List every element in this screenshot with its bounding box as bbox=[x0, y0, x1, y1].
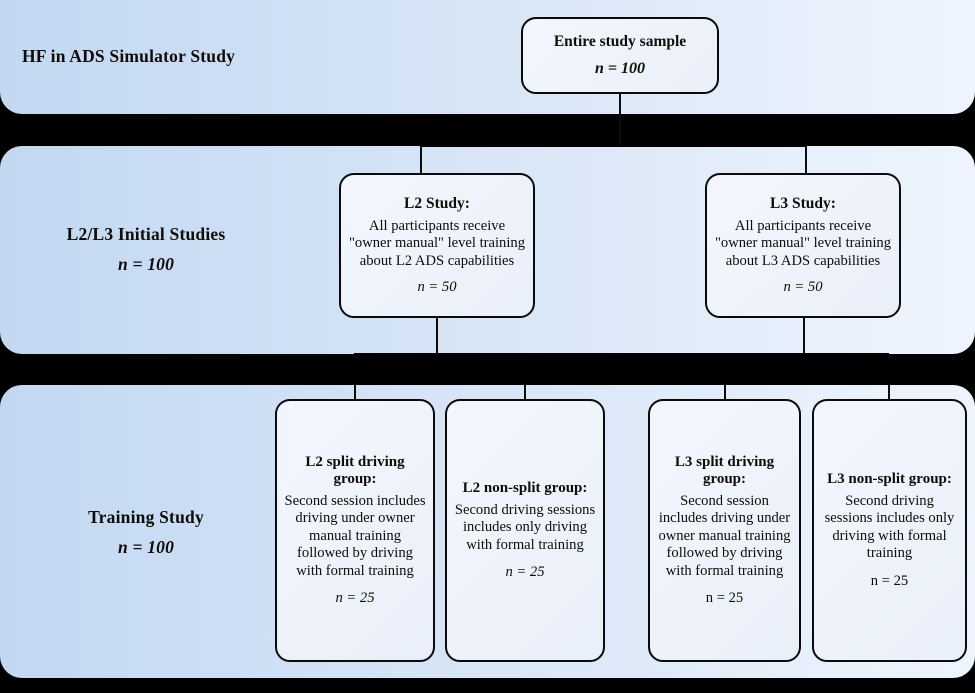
connector-to-l3-split-group bbox=[724, 385, 727, 400]
node-l2-study[interactable]: L2 Study: All participants receive "owne… bbox=[339, 173, 535, 318]
node-entire-study-sample[interactable]: Entire study sample n = 100 bbox=[521, 17, 719, 94]
node-l3-non-split-group-body: Second driving sessions includes only dr… bbox=[824, 492, 955, 562]
node-l3-split-driving-group-n: n = 25 bbox=[705, 590, 744, 607]
connector-to-l2-study bbox=[420, 146, 423, 174]
band-label-middle-n: n = 100 bbox=[117, 253, 175, 274]
band-label-top: HF in ADS Simulator Study bbox=[22, 44, 235, 69]
band-hf-in-ads-simulator-study bbox=[0, 0, 975, 114]
node-l3-non-split-group-n: n = 25 bbox=[870, 572, 909, 589]
band-label-bottom-n: n = 100 bbox=[117, 536, 175, 557]
node-l2-split-driving-group[interactable]: L2 split driving group: Second session i… bbox=[275, 399, 435, 662]
band-label-bottom-text: Training Study bbox=[88, 507, 204, 527]
node-l2-non-split-group-title: L2 non-split group: bbox=[462, 479, 588, 496]
connector-l2-study-down bbox=[436, 318, 439, 354]
node-l3-study[interactable]: L3 Study: All participants receive "owne… bbox=[705, 173, 901, 318]
node-l3-study-body: All participants receive "owner manual" … bbox=[714, 217, 892, 269]
connector-distributor-bar-studies bbox=[420, 145, 807, 148]
node-l3-non-split-group-title: L3 non-split group: bbox=[827, 471, 952, 488]
node-l3-split-driving-group-title: L3 split driving group: bbox=[674, 453, 775, 488]
connector-to-l3-study bbox=[805, 146, 808, 174]
band-label-middle: L2/L3 Initial Studies n = 100 bbox=[22, 222, 270, 277]
connector-to-l2-split-group bbox=[354, 385, 357, 400]
band-label-bottom: Training Study n = 100 bbox=[40, 505, 252, 560]
node-l2-split-driving-group-title: L2 split driving group: bbox=[305, 453, 405, 488]
connector-distributor-bar-groups bbox=[354, 353, 889, 356]
connector-entire-to-studies bbox=[619, 93, 622, 147]
node-l3-split-driving-group-body: Second session includes driving under ow… bbox=[658, 492, 791, 579]
node-l2-non-split-group[interactable]: L2 non-split group: Second driving sessi… bbox=[445, 399, 605, 662]
node-l2-study-body: All participants receive "owner manual" … bbox=[348, 217, 526, 269]
node-l3-split-driving-group[interactable]: L3 split driving group: Second session i… bbox=[648, 399, 801, 662]
connector-l3-study-down bbox=[803, 318, 806, 354]
node-l2-non-split-group-n: n = 25 bbox=[505, 564, 545, 581]
node-l3-non-split-group[interactable]: L3 non-split group: Second driving sessi… bbox=[812, 399, 967, 662]
band-label-middle-text: L2/L3 Initial Studies bbox=[66, 224, 226, 244]
connector-to-l2-non-split-group bbox=[524, 385, 527, 400]
node-l2-study-n: n = 50 bbox=[417, 279, 457, 296]
band-label-top-text: HF in ADS Simulator Study bbox=[22, 46, 236, 66]
node-entire-study-sample-n: n = 100 bbox=[594, 60, 645, 78]
node-l2-split-driving-group-body: Second session includes driving under ow… bbox=[284, 492, 426, 579]
node-l2-study-title: L2 Study: bbox=[404, 194, 470, 212]
connector-to-l3-non-split-group bbox=[888, 385, 891, 400]
node-l2-split-driving-group-n: n = 25 bbox=[335, 590, 375, 607]
node-entire-study-sample-title: Entire study sample bbox=[553, 32, 687, 50]
node-l2-non-split-group-body: Second driving sessions includes only dr… bbox=[454, 501, 596, 553]
node-l3-study-title: L3 Study: bbox=[770, 194, 836, 212]
node-l3-study-n: n = 50 bbox=[783, 279, 823, 296]
